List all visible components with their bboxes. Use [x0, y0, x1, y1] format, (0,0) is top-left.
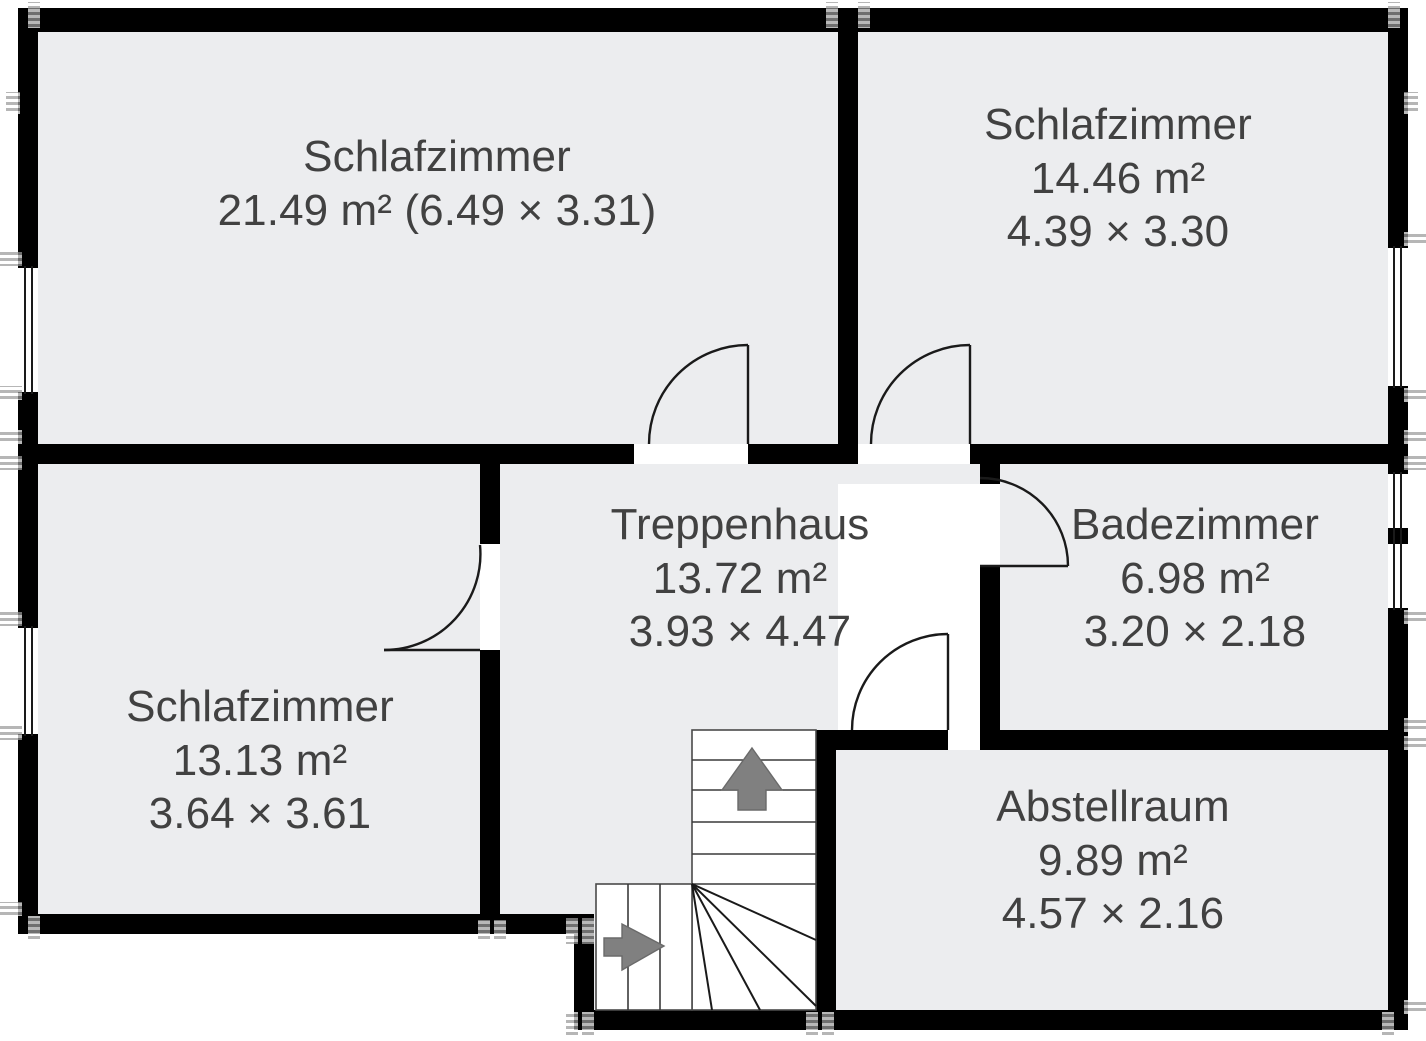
door-bedroom-bottom-left — [383, 544, 482, 652]
wall-under-bedroom-top-left-right — [748, 444, 858, 464]
room-fill-bedroom-top-left — [38, 32, 838, 444]
room-fill-bedroom-top-right — [858, 32, 1388, 444]
wall-exterior-bottom-right — [574, 1010, 1408, 1030]
staircase-up-arrow-icon — [720, 746, 784, 811]
wall-under-bedroom-top-left — [18, 444, 634, 464]
door-bedroom-top-left — [647, 343, 750, 445]
room-fill-bedroom-bottom-left — [38, 464, 480, 914]
wall-storage-door-head — [816, 730, 948, 750]
wall-bathroom-west — [980, 566, 1000, 750]
window-left-upper — [18, 264, 38, 396]
wall-bathroom-south — [980, 730, 1408, 750]
wall-stairwell-storage — [816, 736, 836, 1026]
staircase-treads — [692, 759, 816, 885]
room-fill-storage — [836, 750, 1388, 1010]
wall-under-bedroom-top-right — [970, 444, 1408, 464]
room-fill-hall-connector — [838, 464, 1000, 484]
wall-bedroom-bottom-left-lower — [480, 650, 500, 932]
doors — [383, 343, 1070, 731]
wall-between-top-bedrooms — [838, 8, 858, 444]
wall-bedroom-bottom-left-upper — [480, 444, 500, 544]
windows — [18, 244, 1408, 738]
wall-exterior-top — [18, 8, 1408, 32]
door-bedroom-top-right — [869, 343, 972, 445]
window-right-lower — [1388, 470, 1408, 612]
door-storage — [850, 632, 950, 731]
wall-exterior-bottom-left — [18, 914, 594, 934]
staircase-entry-arrow-icon — [603, 922, 666, 972]
door-bathroom — [979, 476, 1070, 568]
room-fill-bathroom — [1000, 464, 1388, 730]
window-right-upper — [1388, 244, 1408, 390]
wall-bathroom-head-step — [980, 444, 1000, 484]
staircase — [595, 729, 817, 1011]
staircase-winder-treads — [691, 883, 817, 1011]
window-left-lower — [18, 624, 38, 738]
